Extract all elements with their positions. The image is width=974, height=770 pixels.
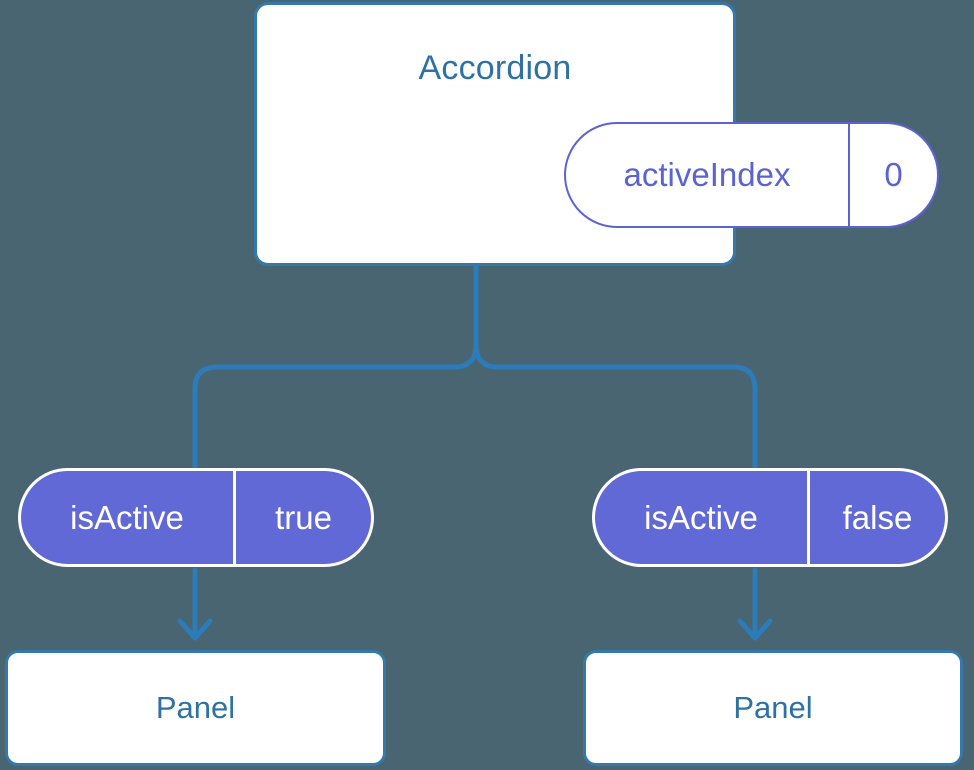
prop-pill-key: isActive bbox=[70, 498, 184, 536]
connector-left-branch bbox=[192, 263, 479, 471]
state-pill-value: 0 bbox=[848, 124, 937, 226]
panel-node-right[interactable]: Panel bbox=[583, 650, 963, 766]
prop-pill-is-active-true[interactable]: isActive true bbox=[18, 468, 374, 567]
panel-node-label: Panel bbox=[155, 690, 236, 725]
accordion-node[interactable]: Accordion activeIndex 0 bbox=[254, 2, 939, 266]
connector-right-branch bbox=[473, 263, 758, 471]
panel-node-label: Panel bbox=[733, 690, 813, 725]
state-pill-active-index[interactable]: activeIndex 0 bbox=[564, 122, 939, 228]
prop-pill-key: isActive bbox=[644, 498, 758, 536]
accordion-node-label: Accordion bbox=[418, 49, 572, 87]
state-pill-key: activeIndex bbox=[623, 156, 791, 193]
arrow-left-head-icon bbox=[177, 618, 213, 641]
arrow-right-head-icon bbox=[737, 618, 773, 641]
prop-pill-value: true bbox=[233, 471, 371, 564]
prop-pill-is-active-false[interactable]: isActive false bbox=[592, 468, 948, 567]
panel-node-left[interactable]: Panel bbox=[5, 650, 386, 766]
prop-pill-value: false bbox=[807, 471, 945, 564]
